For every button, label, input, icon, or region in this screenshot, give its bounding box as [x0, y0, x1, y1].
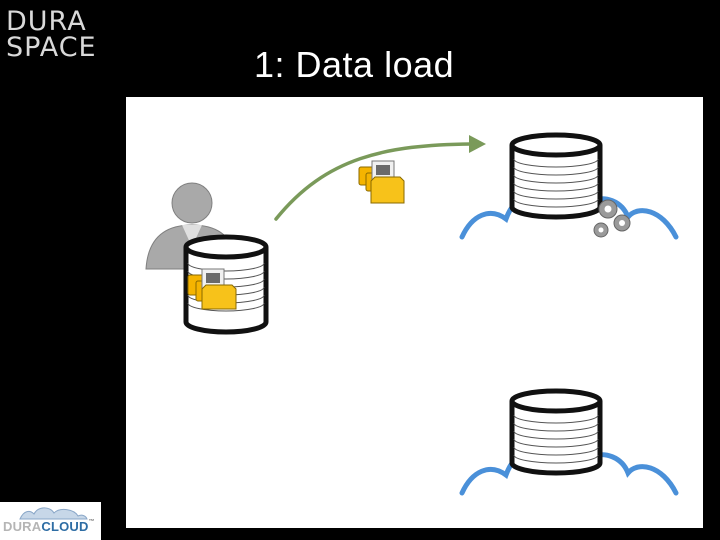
cloud-store-secondary	[459, 388, 679, 496]
duracloud-trademark: ™	[88, 519, 95, 525]
duracloud-logo-text: DURACLOUD™	[3, 519, 95, 534]
gears-icon	[593, 199, 631, 238]
diagram-canvas	[126, 97, 703, 528]
duracloud-logo: DURACLOUD™	[0, 502, 101, 540]
duracloud-logo-part1: DURA	[3, 519, 42, 534]
local-folder-stack-icon	[187, 268, 237, 310]
transit-folder-stack-icon	[358, 160, 405, 204]
duraspace-logo-line1: DURA	[6, 6, 87, 37]
database-icon	[509, 388, 603, 476]
slide-title: 1: Data load	[254, 44, 455, 85]
cloud-icon	[19, 507, 88, 520]
duraspace-logo: DURA SPACE	[6, 6, 96, 66]
diagram-svg	[145, 132, 679, 496]
duracloud-logo-part2: CLOUD	[41, 519, 89, 534]
cloud-store-primary	[459, 132, 679, 240]
duraspace-logo-line2: SPACE	[6, 32, 97, 63]
upload-arrow-icon	[274, 135, 486, 221]
database-icon	[509, 132, 603, 220]
